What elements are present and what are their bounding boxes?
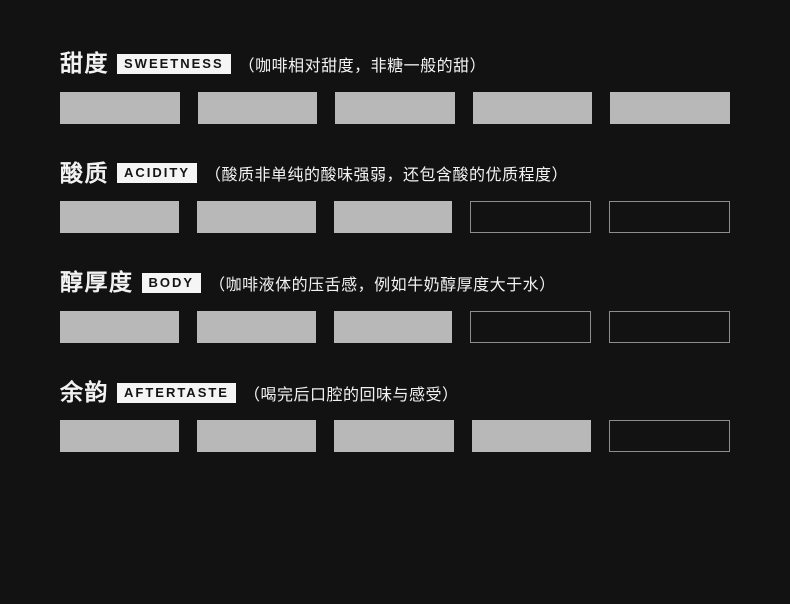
rating-bar-filled bbox=[196, 310, 316, 343]
rating-bar-filled bbox=[333, 310, 453, 343]
rating-bar-empty bbox=[609, 201, 730, 234]
rating-bar-empty bbox=[609, 310, 730, 343]
section-title-zh: 酸质 bbox=[60, 159, 109, 186]
rating-bar-filled bbox=[471, 420, 591, 453]
flavor-section: 余韵 AFTERTASTE （喝完后口腔的回味与感受） bbox=[60, 379, 731, 453]
coffee-tasting-notes-panel: 甜度 SWEETNESS （咖啡相对甜度，非糖一般的甜） 酸质 ACIDITY … bbox=[60, 50, 731, 453]
rating-bar-filled bbox=[472, 91, 593, 124]
rating-bar-empty bbox=[608, 420, 731, 453]
section-title-en-badge: ACIDITY bbox=[118, 164, 196, 183]
section-title-en-badge: AFTERTASTE bbox=[118, 383, 235, 402]
section-description: （酸质非单纯的酸味强弱，还包含酸的优质程度） bbox=[205, 167, 569, 185]
flavor-section: 甜度 SWEETNESS （咖啡相对甜度，非糖一般的甜） bbox=[60, 50, 730, 124]
section-title-zh: 甜度 bbox=[60, 50, 109, 76]
section-title-zh: 醇厚度 bbox=[60, 269, 134, 296]
section-header: 甜度 SWEETNESS （咖啡相对甜度，非糖一般的甜） bbox=[60, 50, 730, 78]
section-header: 余韵 AFTERTASTE （喝完后口腔的回味与感受） bbox=[60, 379, 730, 407]
section-description: （咖啡液体的压舌感，例如牛奶醇厚度大于水） bbox=[209, 276, 556, 294]
rating-bar-filled bbox=[60, 420, 180, 453]
rating-bar-filled bbox=[60, 310, 179, 343]
section-title-en-badge: BODY bbox=[142, 274, 201, 292]
rating-bar-filled bbox=[60, 91, 180, 124]
rating-bar-filled bbox=[197, 420, 317, 453]
section-description: （喝完后口腔的回味与感受） bbox=[243, 386, 459, 404]
section-description: （咖啡相对甜度，非糖一般的甜） bbox=[238, 57, 487, 75]
rating-bar-filled bbox=[333, 201, 453, 234]
rating-bar-filled bbox=[335, 91, 455, 124]
rating-bar-filled bbox=[196, 201, 316, 234]
rating-bar-track bbox=[60, 91, 730, 124]
rating-bar-track bbox=[60, 420, 731, 453]
rating-bar-empty bbox=[470, 201, 592, 234]
section-header: 醇厚度 BODY （咖啡液体的压舌感，例如牛奶醇厚度大于水） bbox=[60, 269, 730, 297]
rating-bar-filled bbox=[197, 91, 318, 124]
rating-bar-filled bbox=[610, 91, 730, 124]
rating-bar-filled bbox=[60, 201, 179, 234]
section-title-zh: 余韵 bbox=[60, 378, 109, 405]
section-title-en-badge: SWEETNESS bbox=[118, 54, 230, 73]
rating-bar-track bbox=[60, 201, 730, 234]
rating-bar-empty bbox=[470, 310, 592, 343]
rating-bar-track bbox=[60, 310, 730, 343]
rating-bar-filled bbox=[334, 420, 454, 453]
section-header: 酸质 ACIDITY （酸质非单纯的酸味强弱，还包含酸的优质程度） bbox=[60, 160, 730, 188]
flavor-section: 酸质 ACIDITY （酸质非单纯的酸味强弱，还包含酸的优质程度） bbox=[60, 160, 730, 234]
flavor-section: 醇厚度 BODY （咖啡液体的压舌感，例如牛奶醇厚度大于水） bbox=[60, 269, 730, 343]
